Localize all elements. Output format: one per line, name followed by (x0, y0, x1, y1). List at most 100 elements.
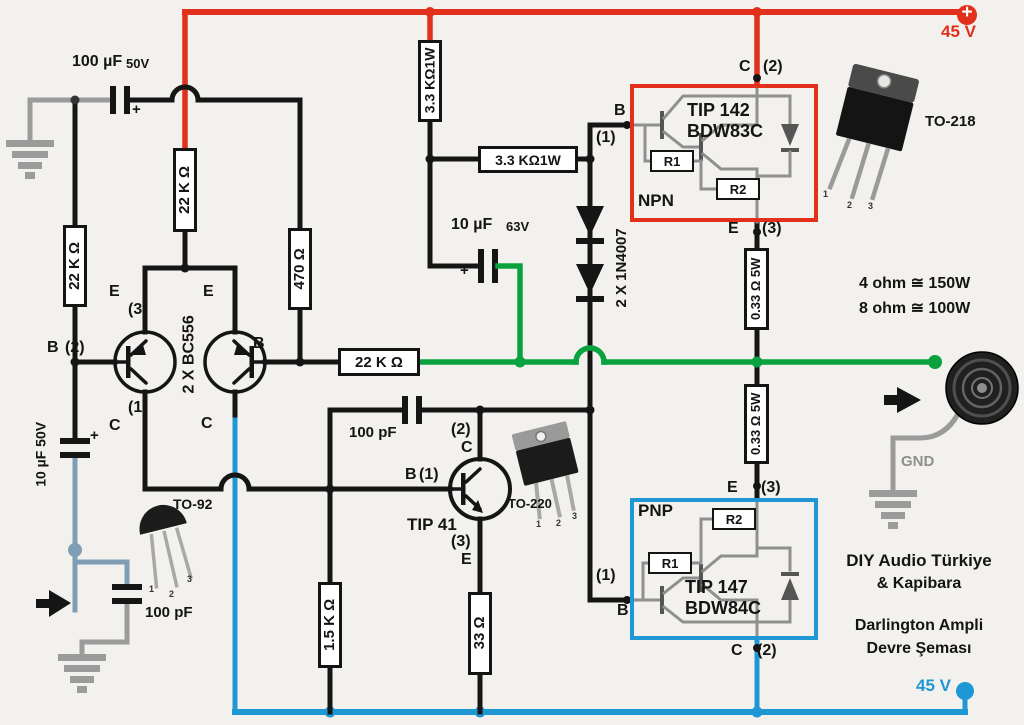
cap-10uf63-voltage: 63V (506, 219, 530, 234)
tip41-pin-c2: (2) (451, 421, 471, 438)
resistor-3k3-vertical-label: 3.3 KΩ1W (421, 47, 438, 114)
input-arrow-icon (36, 590, 71, 617)
pnp-pin-b: B (617, 602, 629, 619)
cap-10uf50-label: 10 µF 50V (32, 421, 49, 487)
pnp-part-label: TIP 147 (685, 577, 748, 597)
cap-10uf63-value: 10 µF (451, 216, 493, 233)
tip41-pin-e3: (3) (451, 533, 471, 550)
pnp-pin-e: E (727, 479, 738, 496)
diode-1n4007 (576, 264, 604, 294)
resistor-3k3-horizontal: 3.3 KΩ1W (478, 146, 578, 173)
resistor-033-bottom (744, 384, 769, 464)
bc556-left-pin-e: E (109, 283, 120, 300)
bc556-left-body (113, 330, 177, 394)
to92-pin-3: 3 (187, 574, 193, 584)
tip41-pin-b: B (405, 466, 417, 483)
bc556-right-pin-e: E (203, 283, 214, 300)
transistor-symbols (113, 330, 512, 521)
resistor-470-label: 470 Ω (291, 248, 309, 290)
resistor-1k5-label: 1.5 K Ω (321, 598, 339, 651)
ground-symbols (6, 140, 917, 693)
cap-10uf50-plus: + (90, 427, 99, 444)
to218-pin-2: 2 (847, 200, 853, 210)
bc556-right-pin-b: B (253, 335, 265, 352)
tip41-pin-b1: (1) (419, 466, 439, 483)
junction-dots (70, 74, 761, 652)
output-wire (417, 263, 938, 365)
cap-100uf-plus: + (132, 101, 141, 118)
input-terminal (68, 543, 82, 557)
npn-part-label: TIP 142 (687, 100, 750, 120)
npn-type-label: NPN (638, 191, 674, 210)
bc556-left-pin-b: B (47, 339, 59, 356)
pnp-pin-c: C (731, 642, 743, 659)
output-terminal (928, 355, 942, 369)
bias-diodes (576, 206, 604, 302)
negative-terminal (956, 682, 974, 700)
cap-10uf50-plate (60, 452, 90, 458)
diodes-label: 2 X 1N4007 (613, 228, 631, 308)
resistor-22k-tail-label: 22 K Ω (176, 165, 194, 214)
cap-10uf63-plate (478, 249, 484, 283)
credit-line-3: Darlington Ampli (854, 617, 984, 634)
junction-dot (425, 7, 435, 17)
resistor-1k5 (318, 582, 342, 668)
ground-wires (27, 97, 962, 657)
to220-label: TO-220 (508, 496, 552, 511)
pnp-type-label: PNP (638, 501, 673, 520)
cap-100pf-comp-label: 100 pF (349, 424, 397, 441)
bc556-left-pin-c1: (1) (128, 399, 148, 416)
output-power-4ohm: 4 ohm ≅ 150W (859, 275, 971, 292)
cap-10uf63-plate (492, 249, 498, 283)
cap-100pf-comp-plate (402, 396, 408, 424)
cap-100uf-plate (110, 86, 116, 114)
credit-line-4: Devre Şeması (866, 640, 972, 657)
npn-pin-b1: (1) (596, 129, 616, 146)
tip41-name-label: TIP 41 (407, 515, 457, 534)
resistor-033-bottom-label: 0.33 Ω 5W (748, 392, 764, 456)
input-wire (72, 455, 130, 613)
junction-dot (752, 7, 762, 17)
cap-100uf-voltage: 50V (126, 56, 150, 71)
junction-dot (514, 356, 526, 368)
to92-package-icon (139, 504, 194, 589)
diode-1n4007 (576, 206, 604, 236)
npn-part2-label: BDW83C (687, 121, 764, 141)
npn-r1-box: R1 (650, 150, 694, 172)
resistor-033-top-label: 0.33 Ω 5W (748, 257, 764, 321)
gnd-label: GND (901, 453, 935, 470)
npn-pin-e3: (3) (762, 220, 782, 237)
pnp-module-box (630, 498, 818, 640)
to218-pin-3: 3 (868, 201, 874, 211)
bc556-left-pin-b2: (2) (65, 339, 85, 356)
to220-pin-2: 2 (556, 518, 562, 528)
ground-symbol-speaker (869, 490, 917, 529)
npn-pin-c2: (2) (763, 58, 783, 75)
negative-rail (232, 412, 968, 715)
to218-label: TO-218 (925, 113, 976, 130)
bc556-label: 2 X BC556 (180, 315, 198, 394)
junction-dot (751, 356, 763, 368)
speaker-icon (945, 351, 1019, 425)
tip41-body (448, 457, 512, 521)
tip41-pin-c: C (461, 439, 473, 456)
resistor-033-top (744, 248, 769, 330)
npn-pin-c: C (739, 58, 751, 75)
cap-100pf-in-plate (112, 584, 142, 590)
to92-label: TO-92 (173, 496, 213, 512)
to92-pin-2: 2 (169, 589, 175, 599)
pnp-r2-box: R2 (712, 508, 756, 530)
pnp-part2-label: BDW84C (685, 598, 762, 618)
resistor-33-label: 33 Ω (471, 616, 489, 650)
cap-100pf-in-plate (112, 598, 142, 604)
to220-package-icon (511, 421, 579, 520)
cap-100uf-plate (124, 86, 130, 114)
cap-10uf63-plus: + (460, 262, 469, 279)
resistor-22k-input-label: 22 K Ω (66, 241, 84, 290)
positive-rail-voltage: 45 V (941, 22, 976, 41)
npn-module-box (630, 84, 818, 222)
junction-dot (751, 706, 763, 718)
to220-pin-1: 1 (536, 519, 542, 529)
